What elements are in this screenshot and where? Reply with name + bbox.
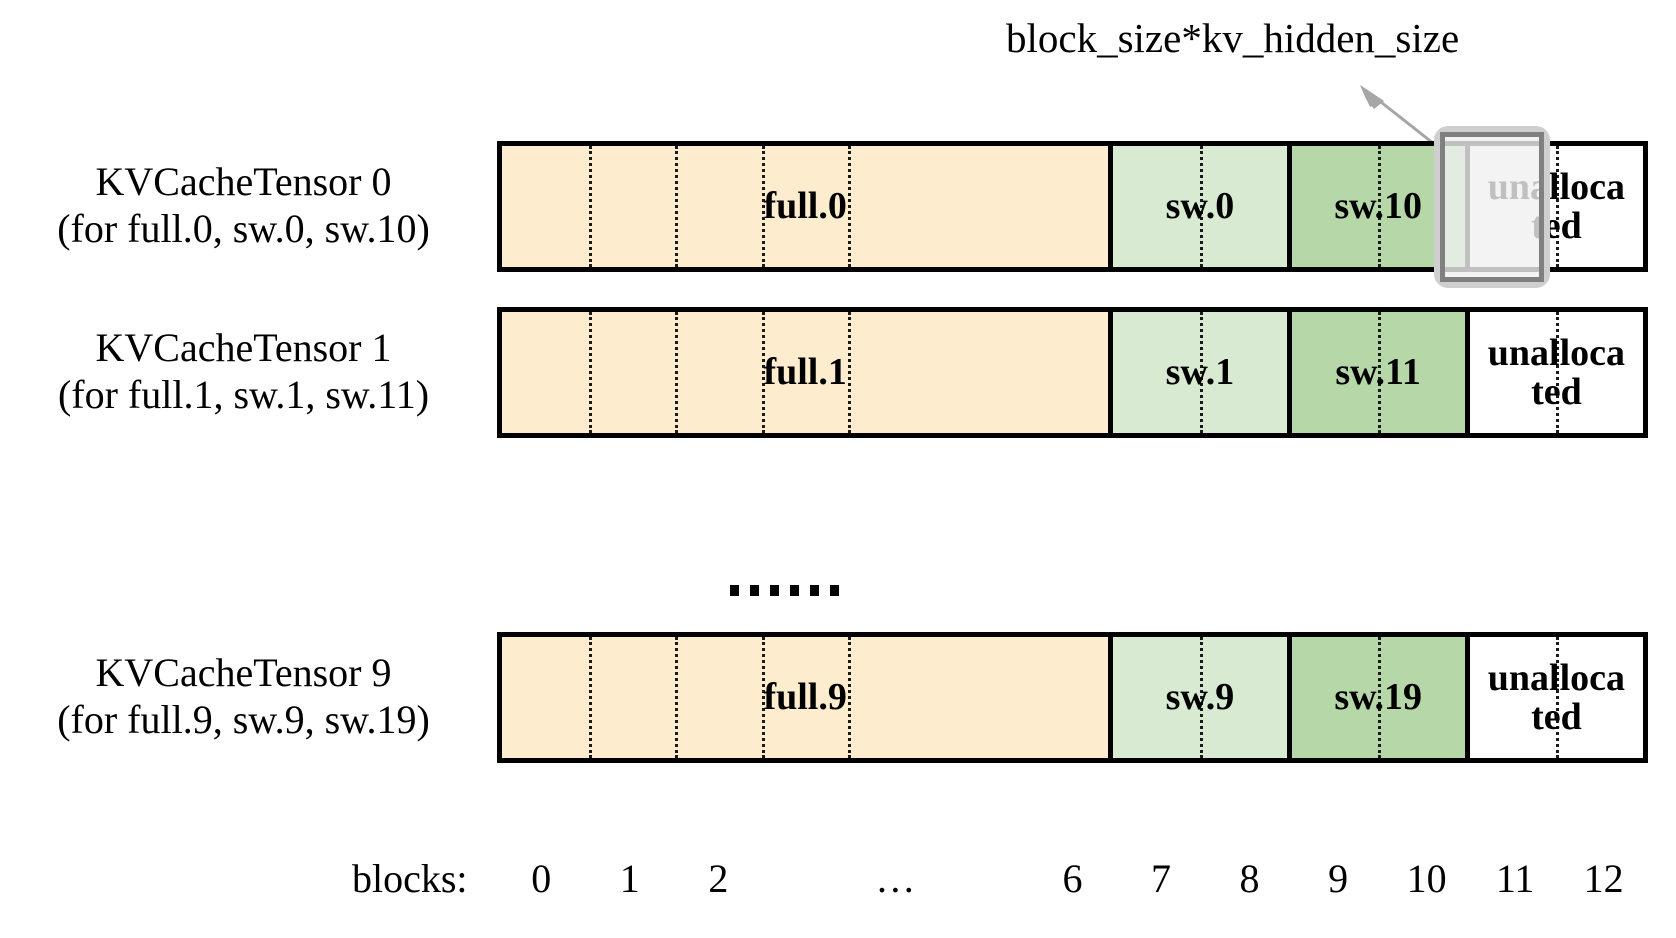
block-divider bbox=[761, 146, 765, 267]
tensor-segment-sw-1[interactable]: sw.1 bbox=[1108, 312, 1287, 433]
block-divider bbox=[675, 312, 679, 433]
block-divider bbox=[848, 637, 852, 758]
axis-tick-8: 8 bbox=[1239, 856, 1260, 901]
segment-label: full.0 bbox=[763, 185, 847, 228]
block-divider bbox=[848, 146, 852, 267]
axis-tick-6: 6 bbox=[1062, 856, 1083, 901]
ellipsis-dot bbox=[730, 585, 739, 596]
ellipsis-dot bbox=[810, 585, 819, 596]
ellipsis-dot bbox=[750, 585, 759, 596]
axis-tick-9: 9 bbox=[1328, 856, 1349, 901]
axis-tick-2: 2 bbox=[708, 856, 729, 901]
axis-tick-0: 0 bbox=[531, 856, 552, 901]
row-label-tensor-9: KVCacheTensor 9 (for full.9, sw.9, sw.19… bbox=[57, 650, 430, 743]
segment-label: full.1 bbox=[763, 351, 847, 394]
annotation-label: block_size*kv_hidden_size bbox=[1006, 15, 1460, 61]
block-divider bbox=[1556, 312, 1560, 433]
block-divider bbox=[1199, 637, 1203, 758]
block-divider bbox=[1378, 637, 1382, 758]
tensor-row-1: full.1 sw.1 sw.11 unalloca ted bbox=[497, 307, 1648, 438]
block-divider bbox=[675, 637, 679, 758]
tensor-segment-sw-19[interactable]: sw.19 bbox=[1286, 637, 1465, 758]
highlight-callout-box[interactable] bbox=[1434, 126, 1550, 288]
tensor-segment-unallocated[interactable]: unalloca ted bbox=[1464, 312, 1644, 433]
segment-label: sw.10 bbox=[1334, 185, 1422, 228]
ellipsis-dot bbox=[770, 585, 779, 596]
axis-tick-10: 10 bbox=[1406, 856, 1447, 901]
segment-label: sw.19 bbox=[1334, 676, 1422, 719]
ellipsis-dot bbox=[790, 585, 799, 596]
axis-tick-ellipsis: … bbox=[875, 856, 916, 901]
block-divider bbox=[1199, 312, 1203, 433]
segment-label: sw.11 bbox=[1335, 351, 1421, 394]
block-divider bbox=[1378, 146, 1382, 267]
block-divider bbox=[1199, 146, 1203, 267]
axis-tick-1: 1 bbox=[619, 856, 640, 901]
block-divider bbox=[588, 637, 592, 758]
tensor-segment-full-9[interactable]: full.9 bbox=[502, 637, 1109, 758]
vertical-ellipsis-marker bbox=[730, 585, 839, 596]
axis-tick-7: 7 bbox=[1151, 856, 1171, 901]
segment-label: sw.0 bbox=[1165, 185, 1235, 228]
block-divider bbox=[675, 146, 679, 267]
segment-label: sw.1 bbox=[1165, 351, 1235, 394]
block-divider bbox=[588, 146, 592, 267]
tensor-segment-sw-11[interactable]: sw.11 bbox=[1286, 312, 1465, 433]
segment-label: unalloca ted bbox=[1487, 656, 1626, 738]
ellipsis-dot bbox=[830, 585, 839, 596]
row-label-tensor-0: KVCacheTensor 0 (for full.0, sw.0, sw.10… bbox=[57, 159, 430, 252]
axis-title: blocks: bbox=[352, 856, 468, 901]
tensor-row-2: full.9 sw.9 sw.19 unalloca ted bbox=[497, 632, 1648, 763]
tensor-segment-sw-9[interactable]: sw.9 bbox=[1108, 637, 1287, 758]
segment-label: unalloca ted bbox=[1487, 331, 1626, 413]
segment-label: full.9 bbox=[763, 676, 847, 719]
block-divider bbox=[1556, 637, 1560, 758]
block-divider bbox=[1556, 146, 1560, 267]
block-divider bbox=[761, 312, 765, 433]
block-divider bbox=[848, 312, 852, 433]
block-divider bbox=[1378, 312, 1382, 433]
axis-tick-11: 11 bbox=[1495, 856, 1535, 901]
block-divider bbox=[761, 637, 765, 758]
block-divider bbox=[588, 312, 592, 433]
tensor-segment-sw-0[interactable]: sw.0 bbox=[1108, 146, 1287, 267]
tensor-segment-unallocated[interactable]: unalloca ted bbox=[1464, 637, 1644, 758]
row-label-tensor-1: KVCacheTensor 1 (for full.1, sw.1, sw.11… bbox=[57, 325, 430, 418]
segment-label: sw.9 bbox=[1165, 676, 1235, 719]
tensor-segment-full-1[interactable]: full.1 bbox=[502, 312, 1109, 433]
tensor-segment-full-0[interactable]: full.0 bbox=[502, 146, 1109, 267]
axis-tick-12: 12 bbox=[1583, 856, 1624, 901]
